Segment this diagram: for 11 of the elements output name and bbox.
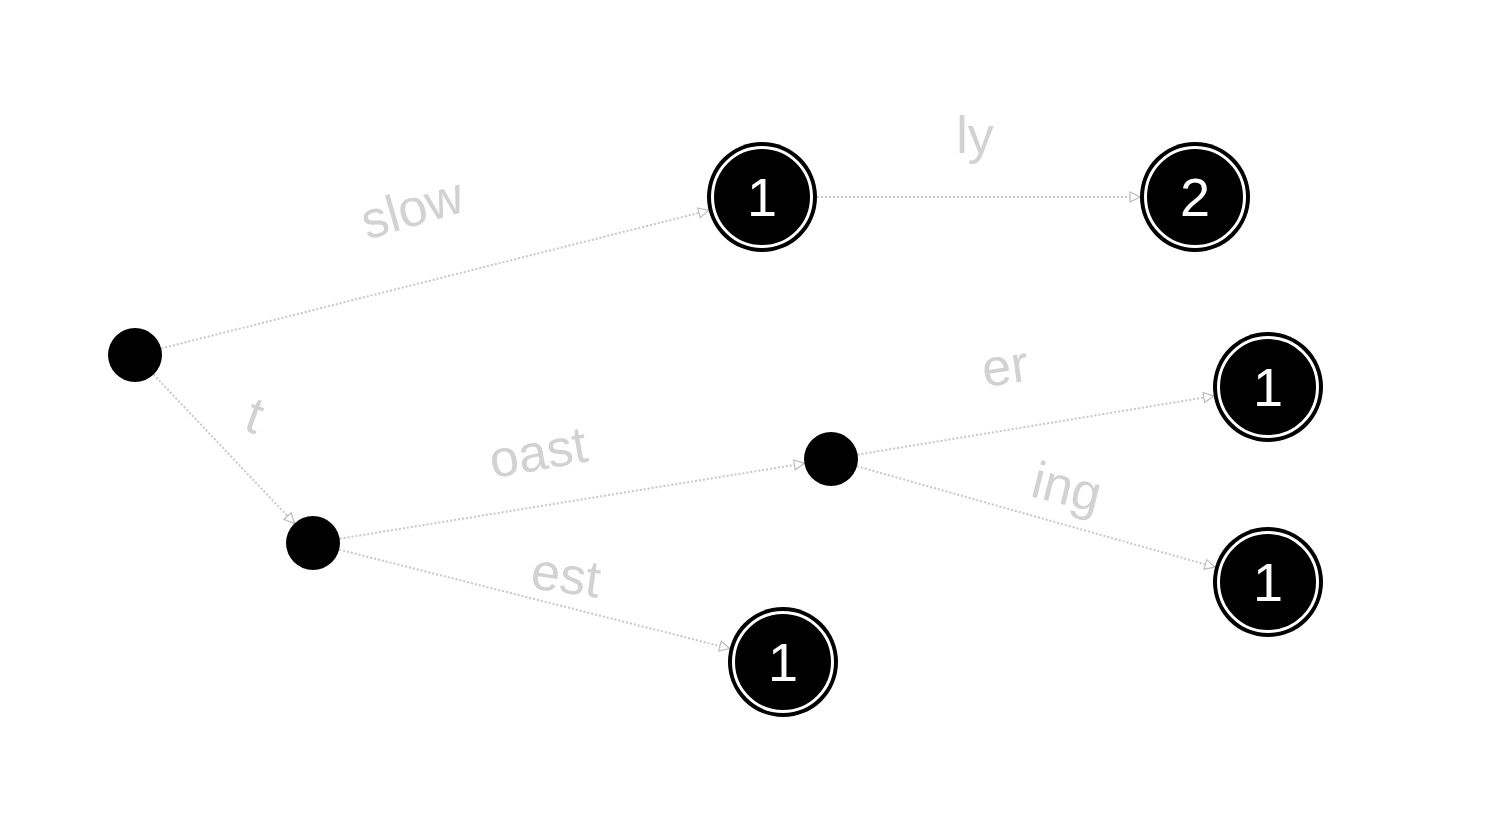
arrow <box>338 548 731 652</box>
count-number: 1 <box>746 170 777 224</box>
count-number: 2 <box>1179 170 1210 224</box>
count-number: 1 <box>1252 360 1283 414</box>
count-number: 1 <box>1252 555 1283 609</box>
arrow <box>856 465 1217 570</box>
arrow <box>152 373 296 525</box>
arrow <box>856 392 1215 456</box>
count-number: 1 <box>767 635 798 689</box>
arrow <box>338 459 806 540</box>
arrow <box>160 207 710 350</box>
